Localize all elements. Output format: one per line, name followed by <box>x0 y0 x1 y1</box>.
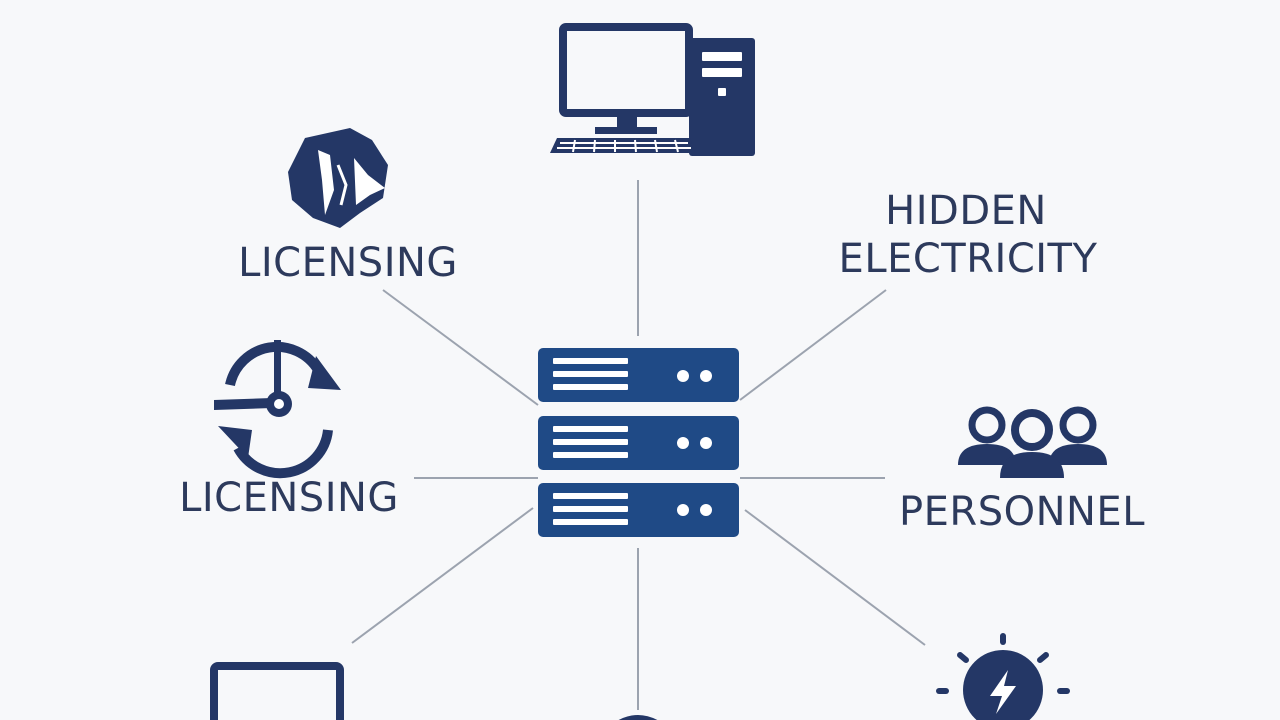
label-personnel: PERSONNEL <box>899 489 1145 535</box>
connector-upper-left <box>382 289 539 406</box>
server-unit <box>538 483 739 537</box>
connector-lower-left <box>351 507 534 644</box>
broken-shield-icon <box>288 128 388 228</box>
people-group-icon <box>958 406 1107 478</box>
connector-lower-right <box>744 509 926 646</box>
label-licensing-top: LICENSING <box>238 240 458 286</box>
label-hidden: HIDDEN <box>885 188 1047 234</box>
server-unit <box>538 348 739 402</box>
label-licensing-left: LICENSING <box>179 475 399 521</box>
connector-upper-right <box>739 289 887 401</box>
server-unit <box>538 416 739 470</box>
desktop-computer-icon <box>550 23 755 156</box>
label-electricity: ELECTRICITY <box>839 236 1098 282</box>
clock-cycle-icon <box>214 340 341 479</box>
monitor-icon <box>210 662 344 720</box>
partial-icon <box>618 715 658 720</box>
connector-lines <box>351 180 926 710</box>
server-stack-icon <box>538 348 739 537</box>
lightning-bulb-icon <box>936 633 1070 720</box>
